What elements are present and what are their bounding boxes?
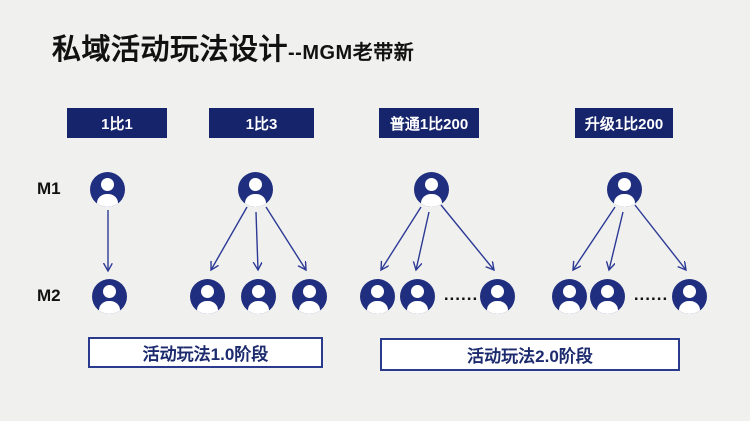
user-icon [607,172,642,207]
arrow-col2-left [211,206,248,270]
user-icon [590,279,625,314]
arrow-col3-mid [416,211,430,270]
arrow-col3-right [440,204,494,270]
arrow-col2-mid [256,211,258,270]
user-icon [92,279,127,314]
user-icon [480,279,515,314]
user-icon [360,279,395,314]
stage-box-2: 活动玩法2.0阶段 [380,338,680,371]
user-icon [238,172,273,207]
arrow-col4-right [634,204,686,270]
arrow-col4-left [573,206,616,270]
arrow-col2-right [265,206,306,270]
user-icon [400,279,435,314]
user-icon [90,172,125,207]
arrow-col3-left [381,206,422,270]
row-label-m1: M1 [37,179,61,198]
ellipsis-col4: ...... [633,285,669,304]
column-header-1to1: 1比1 [67,108,167,138]
user-icon [552,279,587,314]
user-icon [414,172,449,207]
row-label-m2: M2 [37,286,61,305]
stage-box-1: 活动玩法1.0阶段 [88,337,323,368]
page-title-sub: --MGM老带新 [288,42,415,64]
arrow-col4-mid [609,211,624,270]
user-icon [241,279,276,314]
user-icon [292,279,327,314]
user-icon [190,279,225,314]
page-title-main: 私域活动玩法设计 [52,34,289,66]
column-header-upgrade-1to200: 升级1比200 [575,108,673,138]
page-title: 私域活动玩法设计--MGM老带新 [52,26,414,68]
column-header-1to3: 1比3 [209,108,314,138]
ellipsis-col3: ...... [443,285,479,304]
column-header-normal-1to200: 普通1比200 [379,108,479,138]
user-icon [672,279,707,314]
